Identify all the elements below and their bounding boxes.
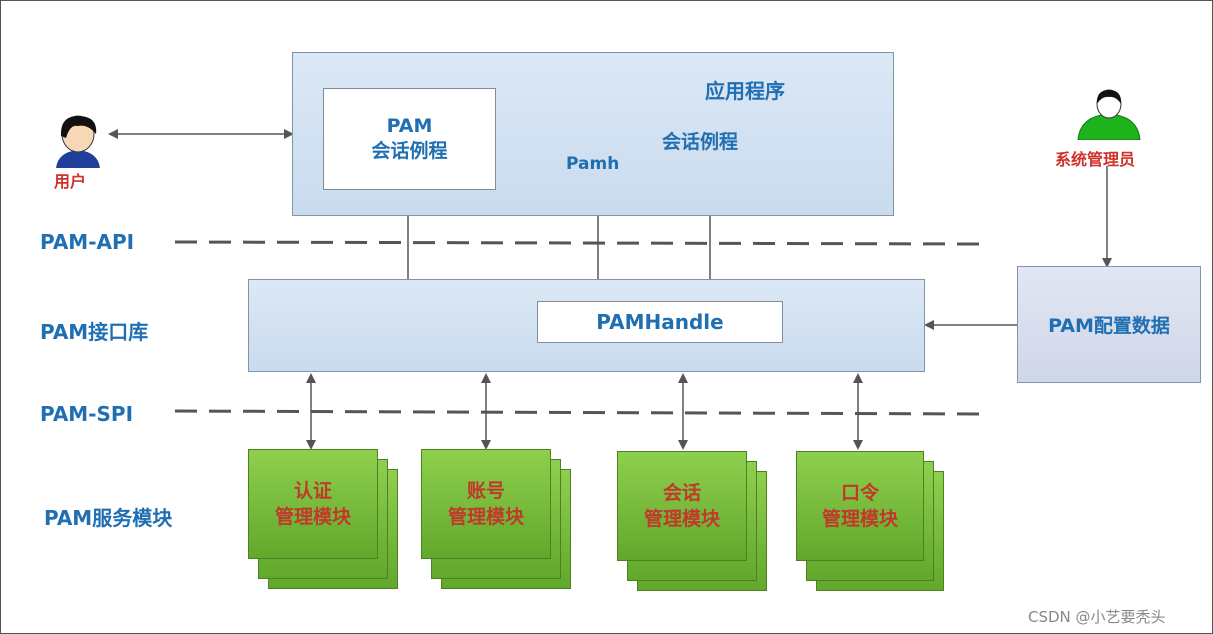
user-icon [56, 115, 100, 168]
admin-label: 系统管理员 [1055, 150, 1136, 169]
pam-handle-box: PAMHandle [537, 301, 783, 343]
pam-config-box: PAM配置数据 [1017, 266, 1201, 383]
pam-services-label: PAM服务模块 [44, 506, 173, 530]
module-session-label: 会话 管理模块 [643, 482, 720, 530]
module-session: 会话 管理模块 [617, 451, 747, 561]
pamh-label: Pamh [566, 154, 620, 174]
pam-api-label: PAM-API [40, 230, 135, 254]
watermark: CSDN @小艺要秃头 [1028, 608, 1166, 626]
module-auth: 认证 管理模块 [248, 449, 378, 559]
api-dashed-line [174, 240, 981, 246]
module-password: 口令 管理模块 [796, 451, 924, 561]
module-account-label: 账号 管理模块 [447, 480, 524, 528]
admin-icon [1077, 89, 1141, 140]
application-title: 应用程序 [705, 79, 785, 103]
pam-lib-label: PAM接口库 [40, 320, 149, 344]
pam-session-routine-box: PAM 会话例程 [323, 88, 496, 190]
module-password-label: 口令 管理模块 [821, 482, 898, 530]
pam-spi-label: PAM-SPI [40, 402, 134, 426]
session-routine-label: 会话例程 [662, 131, 739, 153]
module-account: 账号 管理模块 [421, 449, 551, 559]
user-label: 用户 [54, 172, 87, 191]
module-auth-label: 认证 管理模块 [274, 480, 351, 528]
spi-dashed-line [174, 409, 981, 416]
